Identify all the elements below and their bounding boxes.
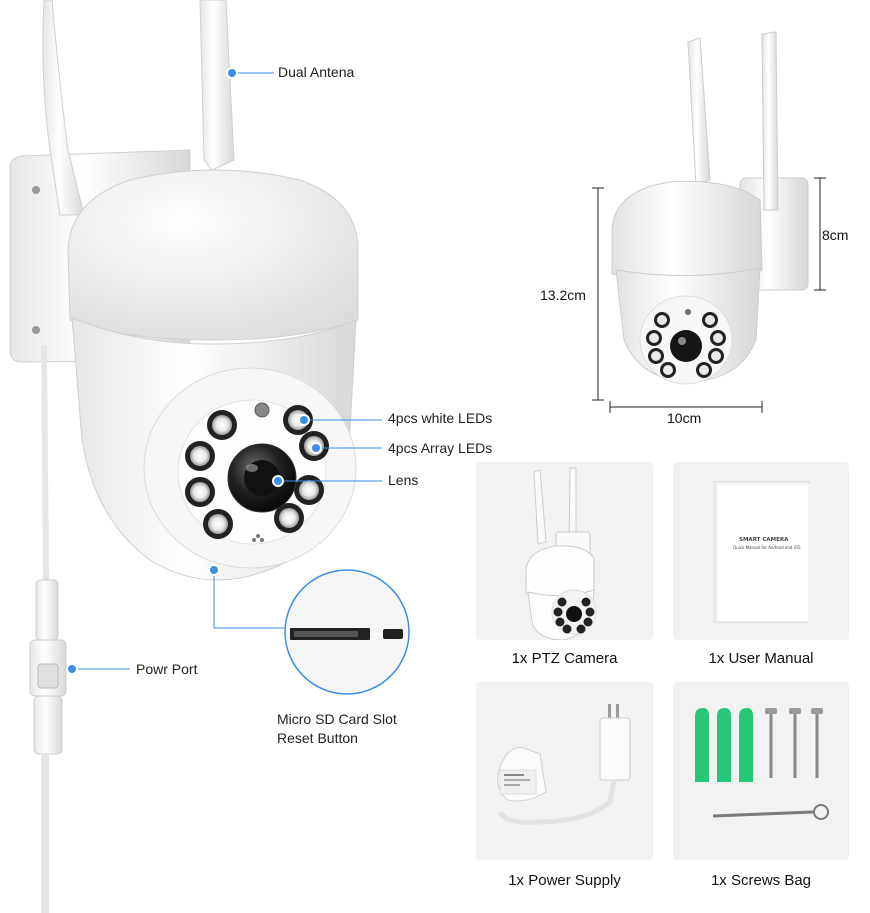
camera-thumbnail-icon (525, 467, 597, 641)
package-label-power: 1x Power Supply (508, 872, 621, 889)
led-ring (185, 405, 329, 539)
package-tile-manual: SMART CAMERA Quick Manual for Android an… (673, 462, 849, 640)
manual-title: SMART CAMERA (739, 537, 789, 543)
package-label-camera: 1x PTZ Camera (511, 650, 618, 667)
label-dual-antenna: Dual Antena (278, 64, 355, 80)
label-white-leds: 4pcs white LEDs (388, 410, 493, 426)
camera-main-image (9, 0, 410, 913)
label-sd-slot: Micro SD Card Slot (277, 711, 397, 727)
package-tile-power (476, 682, 653, 860)
package-tile-screws (673, 682, 849, 860)
manual-subtitle: Quick Manual for Android and iOS (733, 545, 801, 550)
label-reset-button: Reset Button (277, 730, 358, 746)
label-lens: Lens (388, 472, 419, 488)
package-label-manual: 1x User Manual (708, 650, 814, 667)
package-label-screws: 1x Screws Bag (710, 872, 812, 889)
dimension-width: 10cm (667, 410, 702, 426)
power-adapter-icon (497, 704, 631, 825)
camera-dimensions-image (592, 31, 826, 413)
label-array-leds: 4pcs Array LEDs (388, 440, 493, 456)
dimension-height: 13.2cm (540, 287, 586, 303)
manual-icon (714, 481, 810, 625)
callout-lines (66, 67, 382, 675)
package-tile-camera (476, 462, 653, 641)
dimension-head-height: 8cm (822, 227, 849, 243)
screws-icon (695, 708, 829, 820)
label-power-port: Powr Port (136, 661, 198, 677)
